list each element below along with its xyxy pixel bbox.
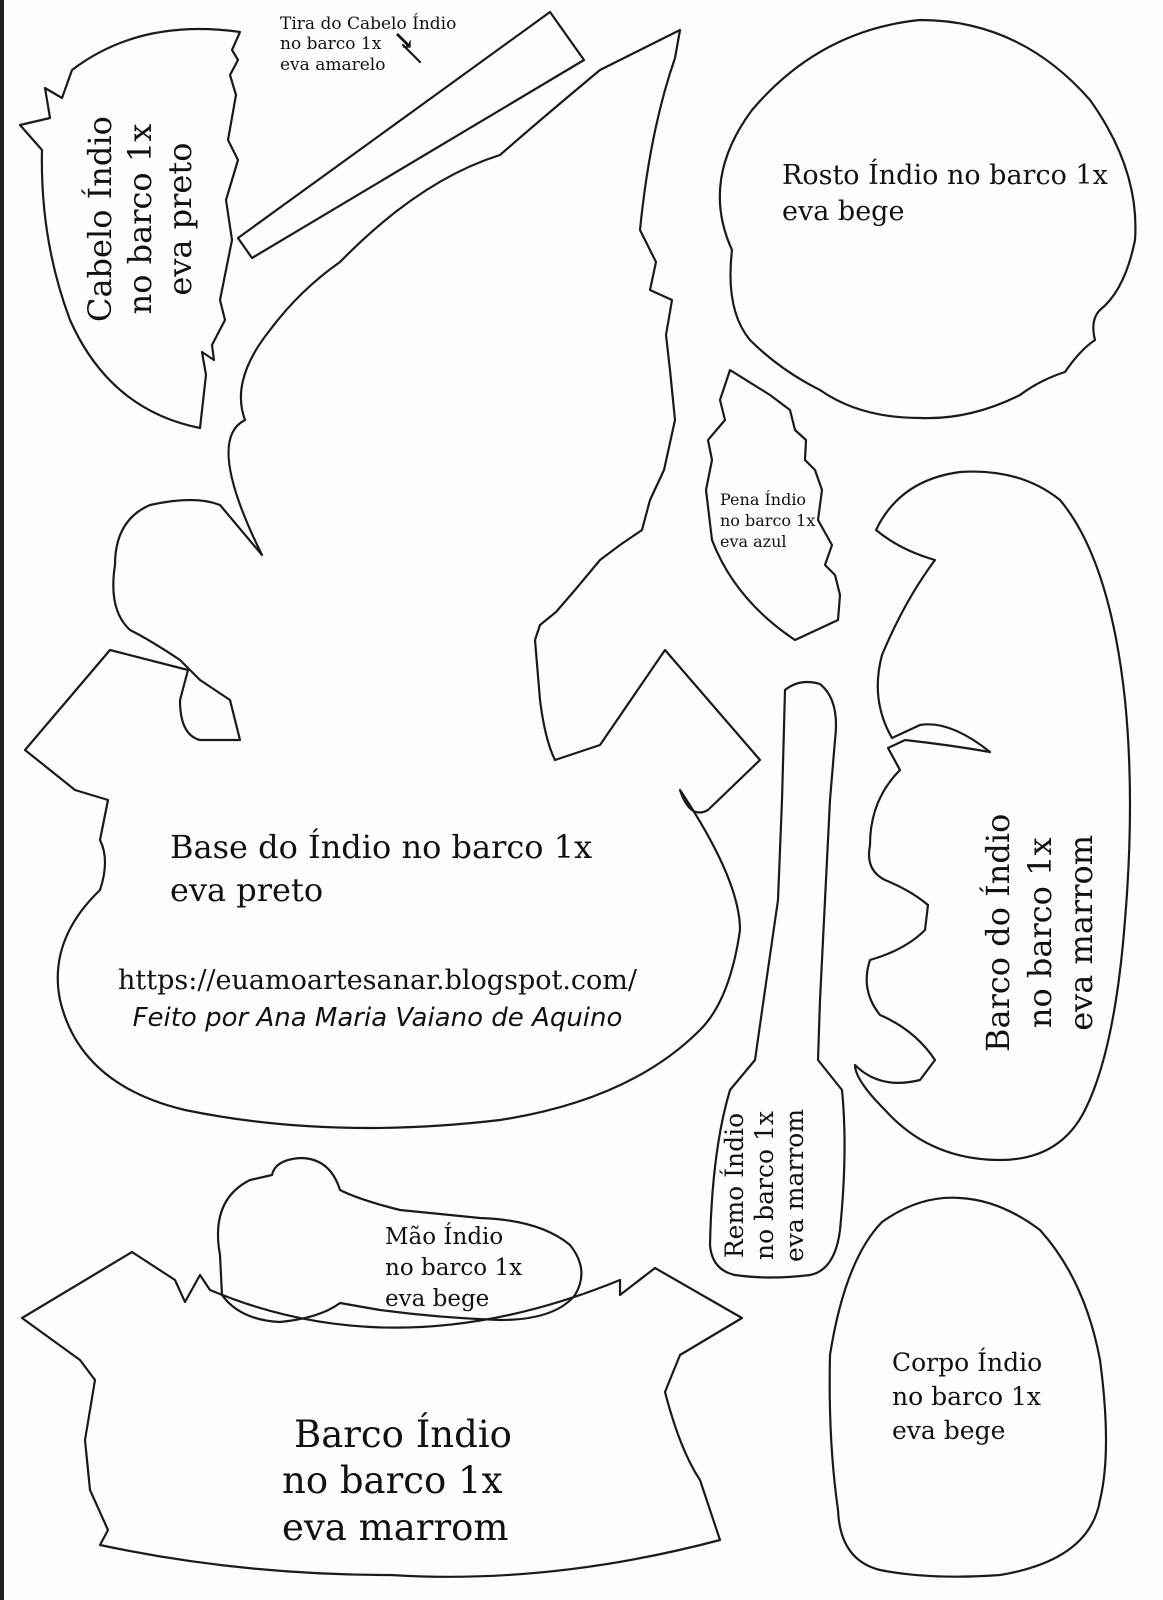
- body-label: Corpo Índio no barco 1x eva bege: [892, 1346, 1042, 1447]
- boat-front-line-2: no barco 1x: [282, 1459, 503, 1503]
- hand-line-2: no barco 1x: [385, 1255, 523, 1282]
- base-line-1: Base do Índio no barco 1x: [170, 828, 593, 866]
- hair-strip-line-3: eva amarelo: [280, 54, 386, 75]
- paddle-outline: [708, 680, 846, 1279]
- body-line-2: no barco 1x: [892, 1381, 1041, 1411]
- hair-strip-line-2-text: no barco 1x: [280, 34, 382, 55]
- body-outline: [828, 1196, 1108, 1578]
- credits-url[interactable]: https://euamoartesanar.blogspot.com/: [118, 965, 637, 996]
- hair-strip-line-1: Tira do Cabelo Índio: [280, 14, 457, 34]
- body-line-1: Corpo Índio: [892, 1348, 1043, 1377]
- credits-author: Feito por Ana Maria Vaiano de Aquino: [132, 1002, 623, 1033]
- face-outline: [718, 18, 1137, 420]
- hand-line-1: Mão Índio: [385, 1224, 504, 1250]
- feather-line-2: no barco 1x: [720, 510, 816, 530]
- base-line-2: eva preto: [170, 871, 324, 910]
- hair-line-3: eva preto: [161, 142, 199, 296]
- paddle-label: Remo Índio no barco 1x eva marrom: [720, 1109, 810, 1262]
- hair-line-2: no barco 1x: [121, 123, 159, 315]
- feather-line-1: Pena Índio: [720, 490, 807, 509]
- paddle-line-2: no barco 1x: [750, 1111, 779, 1260]
- hair-strip-label: Tira do Cabelo Índio no barco 1x ↘ eva a…: [280, 14, 456, 75]
- hand-outline: [216, 1156, 583, 1324]
- hair-strip-outline: [236, 10, 586, 260]
- boat-side-line-3: eva marrom: [1062, 834, 1101, 1031]
- hair-label: Cabelo Índio no barco 1x eva preto: [80, 116, 200, 322]
- base-label: Base do Índio no barco 1x eva preto: [170, 826, 592, 912]
- arrow-down-right-icon: ↘: [392, 26, 415, 57]
- boat-side-label: Barco do Índio no barco 1x eva marrom: [978, 814, 1103, 1052]
- boat-side-outline: [853, 470, 1132, 1162]
- boat-front-outline: [20, 1250, 744, 1578]
- face-line-1: Rosto Índio no barco 1x: [782, 160, 1108, 191]
- hair-line-1: Cabelo Índio: [81, 116, 119, 322]
- hand-label: Mão Índio no barco 1x eva bege: [385, 1222, 522, 1315]
- hair-strip-pointer: [401, 43, 422, 64]
- boat-front-label: Barco Índio no barco 1x eva marrom: [282, 1412, 512, 1551]
- boat-front-line-3: eva marrom: [282, 1505, 509, 1549]
- boat-side-line-1: Barco do Índio: [979, 813, 1017, 1052]
- face-label: Rosto Índio no barco 1x eva bege: [782, 158, 1108, 231]
- body-line-3: eva bege: [892, 1415, 1006, 1445]
- boat-front-line-1: Barco Índio: [294, 1413, 512, 1456]
- paddle-line-3: eva marrom: [780, 1108, 809, 1262]
- boat-side-line-2: no barco 1x: [1020, 837, 1059, 1029]
- feather-outline: [704, 368, 842, 642]
- scan-edge: [0, 0, 4, 1600]
- base-outline: [23, 28, 762, 1130]
- paddle-line-1: Remo Índio: [720, 1112, 749, 1259]
- credits: https://euamoartesanar.blogspot.com/ Fei…: [118, 962, 637, 1036]
- hair-strip-line-2: no barco 1x ↘: [280, 28, 456, 55]
- feather-label: Pena Índio no barco 1x eva azul: [720, 490, 815, 552]
- feather-line-3: eva azul: [720, 531, 787, 551]
- face-line-2: eva bege: [782, 196, 905, 228]
- hand-line-3: eva bege: [385, 1286, 490, 1313]
- hair-outline: [18, 27, 242, 430]
